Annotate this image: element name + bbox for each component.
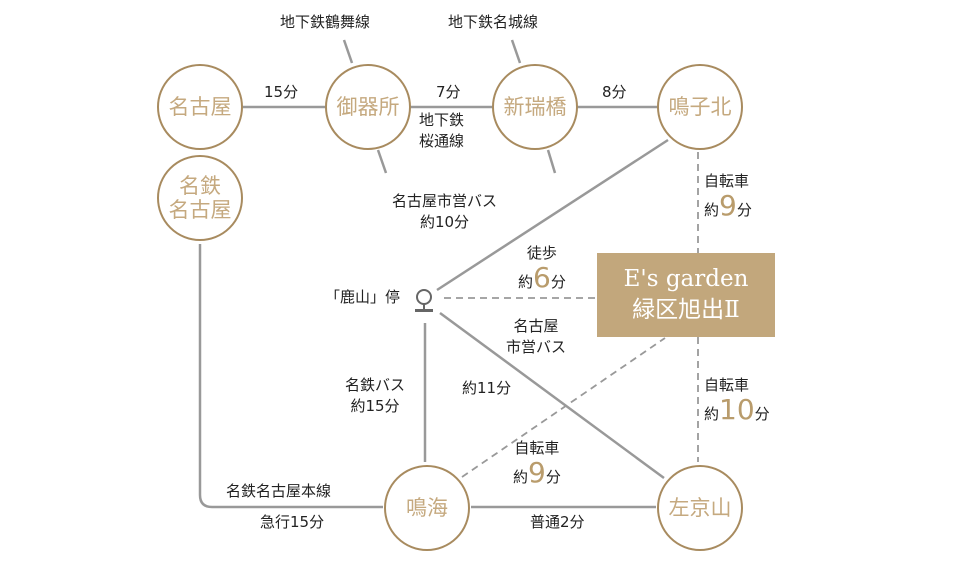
- suffix: 分: [550, 273, 566, 291]
- line-meitetsu-main: [198, 244, 383, 509]
- station-label: 名古屋: [168, 94, 232, 119]
- label-line: 名古屋市営バス: [392, 192, 498, 210]
- sakuradori-line-label: 地下鉄桜通線: [419, 110, 464, 152]
- station-gokiso: 御器所: [325, 64, 411, 150]
- bike-narumi-label: 自転車約9分: [513, 438, 561, 488]
- city-bus-2-label: 名古屋市営バス: [506, 316, 566, 358]
- bike-south-label: 自転車約10分: [704, 375, 770, 425]
- line-naruko-busstop: [436, 138, 669, 292]
- local-time: 普通2分: [530, 513, 585, 531]
- label-line: 名古屋: [513, 317, 559, 335]
- city-bus-2-time: 約11分: [462, 379, 512, 397]
- station-label: 新瑞橋: [503, 94, 567, 119]
- label-line: 自転車: [514, 439, 560, 457]
- station-label: 御器所: [336, 94, 400, 119]
- label-line: 市営バス: [506, 338, 567, 356]
- label-line: 約10分: [419, 213, 470, 231]
- destination-area: 緑区旭出Ⅱ: [632, 297, 740, 323]
- station-narukokita: 鳴子北: [657, 64, 743, 150]
- meitetsu-bus-label: 名鉄バス約15分: [345, 375, 405, 417]
- bike-narumi-dashed: [461, 337, 666, 478]
- suffix: 分: [736, 201, 752, 219]
- walk-minutes: 6: [533, 261, 551, 294]
- station-label: 名鉄: [179, 173, 221, 198]
- bus-stop-label: 「鹿山」停: [325, 288, 401, 306]
- time-aratama-naruko: 8分: [602, 83, 627, 101]
- line-busstop-sakyoyama: [439, 311, 665, 480]
- bike-north-label: 自転車約9分: [704, 171, 752, 221]
- bike-minutes: 9: [528, 456, 546, 489]
- tsurumai-line-label: 地下鉄鶴舞線: [280, 13, 371, 31]
- meijo-tick-top: [510, 39, 522, 64]
- station-meitetsu-nagoya: 名鉄名古屋: [157, 155, 243, 241]
- label-line: 約15分: [350, 397, 400, 415]
- suffix: 分: [545, 468, 561, 486]
- bike-minutes: 10: [719, 393, 755, 426]
- label-line: 徒歩: [526, 244, 557, 262]
- meijo-tick-bottom: [546, 149, 557, 174]
- tsurumai-tick-bottom: [376, 149, 388, 174]
- station-sakyoyama: 左京山: [657, 465, 743, 551]
- prefix: 約: [704, 405, 720, 423]
- bus-stop-icon-stem: [423, 303, 425, 309]
- meijo-line-label: 地下鉄名城線: [448, 13, 539, 31]
- tsurumai-tick-top: [342, 39, 354, 64]
- walk-label: 徒歩約6分: [518, 243, 566, 293]
- label-line: 名鉄バス: [345, 376, 406, 394]
- station-narumi: 鳴海: [384, 465, 470, 551]
- station-label: 名古屋: [168, 198, 232, 222]
- time-nagoya-gokiso: 15分: [264, 83, 299, 101]
- destination-name: E's garden: [623, 265, 749, 292]
- station-label: 鳴海: [406, 495, 448, 520]
- label-line: 地下鉄: [419, 111, 465, 129]
- prefix: 約: [704, 201, 720, 219]
- suffix: 分: [754, 405, 770, 423]
- station-label: 鳴子北: [668, 94, 732, 119]
- bike-minutes: 9: [719, 189, 737, 222]
- station-nagoya: 名古屋: [157, 64, 243, 150]
- destination-box: E's garden 緑区旭出Ⅱ: [597, 253, 775, 337]
- bus-stop-icon-base: [415, 309, 433, 312]
- station-label: 左京山: [668, 495, 732, 520]
- station-aratamabashi: 新瑞橋: [492, 64, 578, 150]
- prefix: 約: [518, 273, 534, 291]
- label-line: 自転車: [704, 172, 750, 190]
- prefix: 約: [513, 468, 529, 486]
- label-line: 自転車: [704, 376, 750, 394]
- express-time: 急行15分: [260, 513, 325, 531]
- label-line: 桜通線: [419, 132, 465, 150]
- time-gokiso-aratama: 7分: [436, 83, 461, 101]
- city-bus-label: 名古屋市営バス約10分: [392, 191, 497, 233]
- meitetsu-main-line-label: 名鉄名古屋本線: [226, 482, 332, 500]
